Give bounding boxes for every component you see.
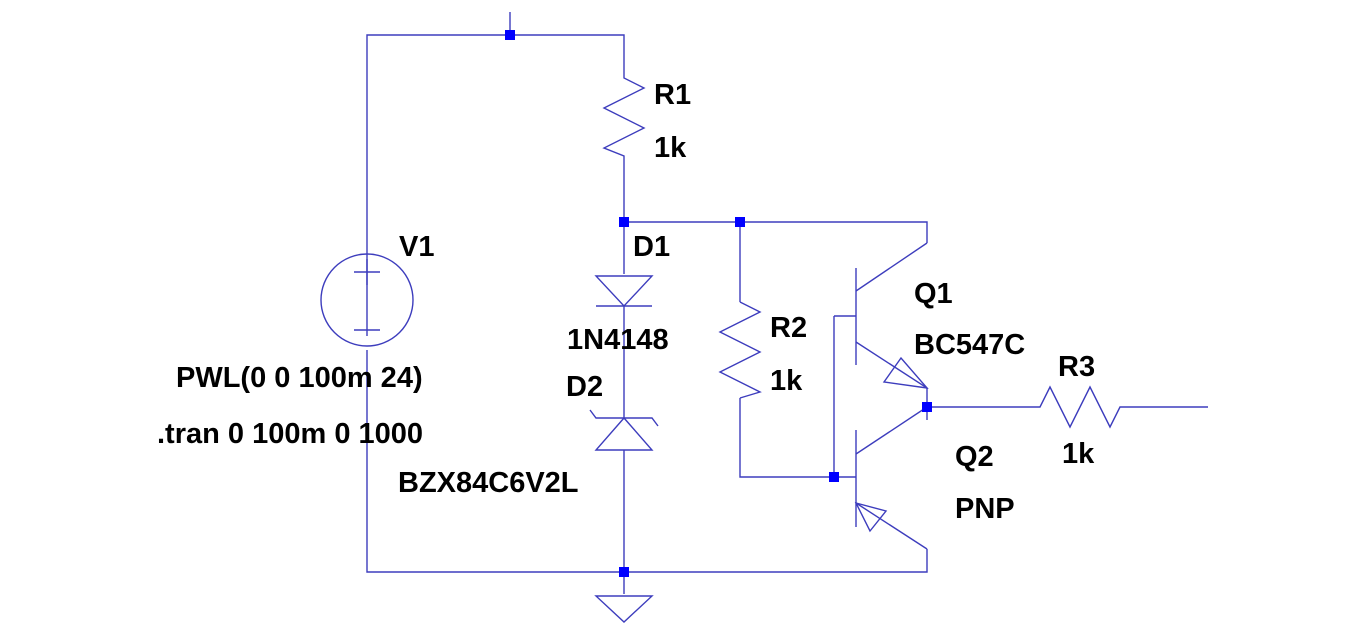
v1-name: V1 [399,231,434,263]
d1-name: D1 [633,231,670,263]
r3-value: 1k [1062,438,1095,470]
v1-value: PWL(0 0 100m 24) [176,362,423,394]
r1-value: 1k [654,132,687,164]
d2-value: BZX84C6V2L [398,467,579,499]
r3-name: R3 [1058,351,1095,383]
junction-r2-node [735,217,745,227]
r1-name: R1 [654,79,691,111]
labels: R1 1k V1 PWL(0 0 100m 24) .tran 0 100m 0… [157,79,1095,525]
zener-diode-icon[interactable] [589,409,659,451]
wire-bottom-rail[interactable] [366,350,928,573]
junction-top [505,30,515,40]
r2-name: R2 [770,312,807,344]
wire-r2-bases[interactable] [739,398,834,478]
q1-value: BC547C [914,329,1025,361]
ground-icon[interactable] [594,595,654,623]
junction-output [922,402,932,412]
wire-node-q1-collector[interactable] [624,221,928,243]
r2-value: 1k [770,365,803,397]
npn-transistor-icon[interactable] [834,242,929,389]
junction-d1-node [619,217,629,227]
wires [366,12,1208,594]
q1-name: Q1 [914,278,953,310]
junction-ground [619,567,629,577]
resistor-r2[interactable] [718,301,762,399]
d2-name: D2 [566,371,603,403]
diode-icon[interactable] [594,275,654,308]
junctions [505,30,932,577]
voltage-source-icon[interactable] [320,253,414,347]
pnp-transistor-icon[interactable] [834,406,928,550]
junction-base [829,472,839,482]
resistor-r1[interactable] [602,70,646,160]
resistor-r3[interactable] [1032,385,1128,429]
d1-value: 1N4148 [567,324,669,356]
wire-top-rail[interactable] [366,34,625,336]
q2-value: PNP [955,493,1015,525]
sim-directive: .tran 0 100m 0 1000 [157,418,423,450]
q2-name: Q2 [955,441,994,473]
